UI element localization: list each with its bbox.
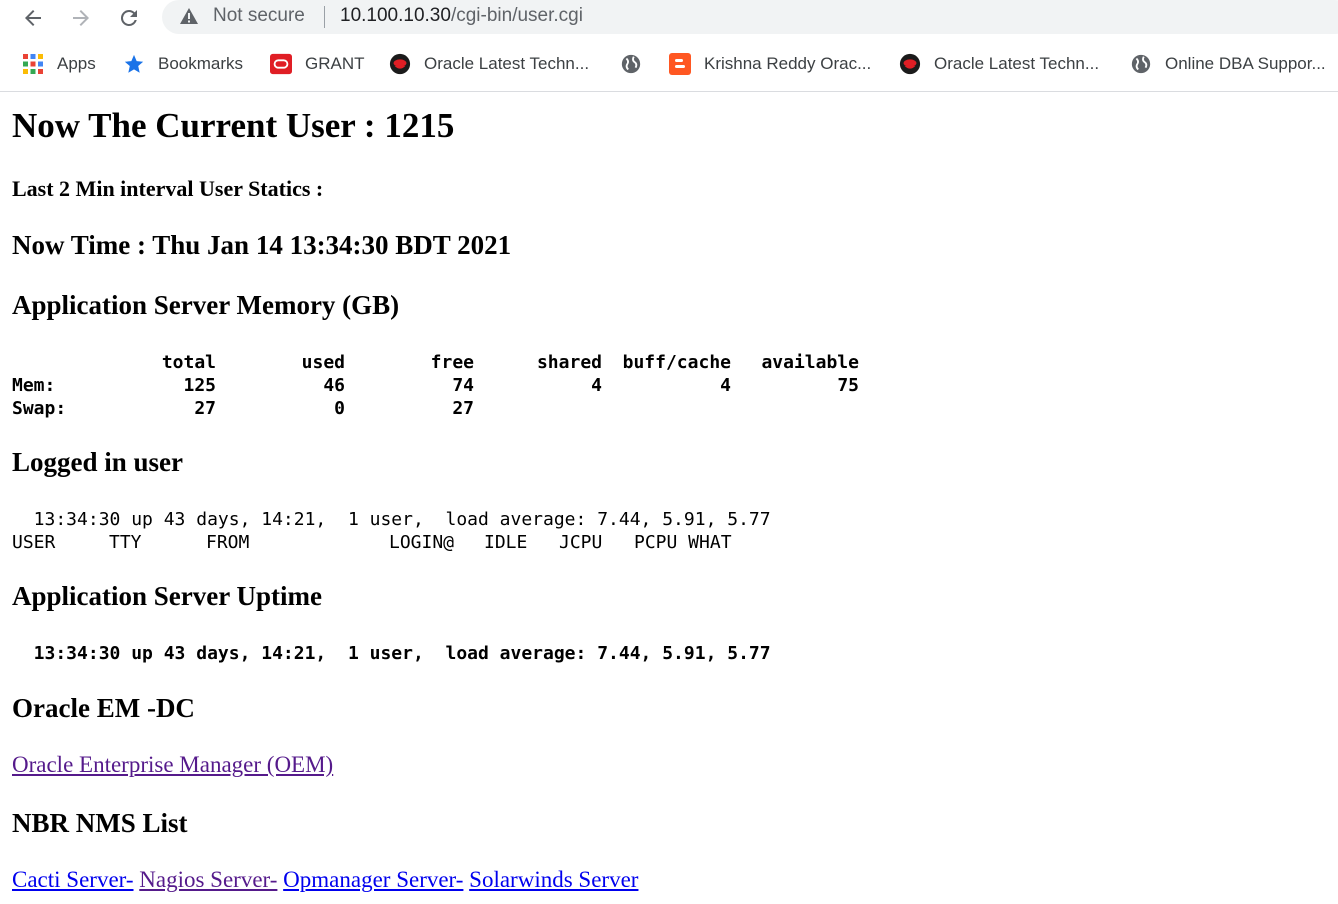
who-column-header: FROM bbox=[206, 532, 250, 553]
globe-icon bbox=[620, 53, 642, 75]
address-bar[interactable]: Not secure 10.100.10.30/cgi-bin/user.cgi bbox=[162, 0, 1338, 34]
row-label: Mem: bbox=[12, 375, 56, 396]
url-host: 10.100.10.30 bbox=[340, 5, 451, 26]
table-cell: 27 bbox=[194, 398, 216, 419]
table-cell: 125 bbox=[183, 375, 216, 396]
column-header: buff/cache bbox=[622, 352, 731, 373]
column-header: free bbox=[430, 352, 474, 373]
table-cell: 4 bbox=[591, 375, 602, 396]
table-cell: 0 bbox=[334, 398, 345, 419]
star-icon bbox=[123, 53, 145, 75]
uptime-heading: Application Server Uptime bbox=[12, 581, 322, 611]
table-row: Mem: 125 46 74 4 4 75 bbox=[12, 374, 859, 397]
table-cell bbox=[474, 397, 602, 420]
table-cell bbox=[731, 397, 859, 420]
current-user-heading: Now The Current User : 1215 bbox=[12, 106, 455, 145]
column-header: used bbox=[301, 352, 345, 373]
uptime-line: 13:34:30 up 43 days, 14:21, 1 user, load… bbox=[12, 643, 771, 664]
bookmark-label: Oracle Latest Techn... bbox=[424, 54, 590, 73]
who-column-header: PCPU WHAT bbox=[634, 532, 732, 553]
memory-table: total used free shared buff/cache availa… bbox=[12, 351, 859, 420]
solarwinds-server-link[interactable]: Solarwinds Server bbox=[469, 867, 639, 892]
address-separator bbox=[324, 6, 325, 28]
bookmark-globe[interactable] bbox=[620, 44, 655, 84]
bookmark-label: GRANT bbox=[305, 54, 365, 73]
arrow-right-icon bbox=[73, 10, 89, 26]
oem-links: Oracle Enterprise Manager (OEM) bbox=[12, 752, 333, 778]
table-cell: 27 bbox=[452, 398, 474, 419]
who-column-header: TTY bbox=[109, 532, 142, 553]
cacti-server-link[interactable]: Cacti Server- bbox=[12, 867, 134, 892]
reload-button[interactable] bbox=[113, 2, 145, 34]
warning-icon[interactable] bbox=[179, 7, 199, 31]
bookmark-oracle-latest-1[interactable]: Oracle Latest Techn... bbox=[389, 44, 589, 84]
globe-icon bbox=[1130, 53, 1152, 75]
table-cell: 4 bbox=[720, 375, 731, 396]
logged-uptime-line: 13:34:30 up 43 days, 14:21, 1 user, load… bbox=[12, 509, 771, 530]
table-row: Swap: 27 0 27 bbox=[12, 397, 859, 420]
bookmark-label: Krishna Reddy Orac... bbox=[704, 54, 872, 73]
url-path: /cgi-bin/user.cgi bbox=[450, 5, 583, 26]
oracle-latest-icon bbox=[389, 53, 411, 75]
oem-heading: Oracle EM -DC bbox=[12, 693, 195, 723]
table-cell: 75 bbox=[837, 375, 859, 396]
bookmark-label: Bookmarks bbox=[158, 54, 244, 73]
interval-stats-heading: Last 2 Min interval User Statics : bbox=[12, 176, 324, 201]
bookmark-label: Apps bbox=[57, 54, 96, 73]
reload-icon bbox=[120, 9, 137, 27]
who-column-header: JCPU bbox=[559, 532, 603, 553]
arrow-left-icon bbox=[25, 10, 41, 26]
forward-button[interactable] bbox=[65, 2, 97, 34]
who-column-header: USER bbox=[12, 532, 56, 553]
table-cell bbox=[602, 397, 731, 420]
nagios-server-link[interactable]: Nagios Server- bbox=[139, 867, 278, 892]
browser-toolbar: Not secure 10.100.10.30/cgi-bin/user.cgi bbox=[0, 0, 1338, 36]
table-cell: 46 bbox=[323, 375, 345, 396]
bookmark-label: Oracle Latest Techn... bbox=[934, 54, 1100, 73]
bookmark-label: Online DBA Suppor... bbox=[1165, 54, 1326, 73]
row-label: Swap: bbox=[12, 398, 67, 419]
nms-links: Cacti Server- Nagios Server- Opmanager S… bbox=[12, 867, 638, 893]
bookmark-online-dba[interactable]: Online DBA Suppor... bbox=[1130, 44, 1326, 84]
column-header: total bbox=[161, 352, 216, 373]
who-column-header: IDLE bbox=[484, 532, 528, 553]
now-time-heading: Now Time : Thu Jan 14 13:34:30 BDT 2021 bbox=[12, 230, 512, 260]
memory-header-row: total used free shared buff/cache availa… bbox=[12, 351, 859, 374]
security-label[interactable]: Not secure bbox=[213, 5, 305, 26]
apps-grid-icon bbox=[22, 53, 44, 75]
bookmark-grant[interactable]: GRANT bbox=[270, 44, 365, 84]
who-column-header: LOGIN@ bbox=[389, 532, 455, 553]
table-cell: 74 bbox=[452, 375, 474, 396]
oracle-icon bbox=[270, 53, 292, 75]
bookmark-oracle-latest-2[interactable]: Oracle Latest Techn... bbox=[899, 44, 1099, 84]
logged-in-heading: Logged in user bbox=[12, 447, 184, 477]
oem-link[interactable]: Oracle Enterprise Manager (OEM) bbox=[12, 752, 334, 777]
toolbar-divider bbox=[0, 91, 1338, 92]
bookmark-bookmarks[interactable]: Bookmarks bbox=[123, 44, 243, 84]
back-button[interactable] bbox=[17, 2, 49, 34]
column-header: shared bbox=[536, 352, 602, 373]
bookmark-apps[interactable]: Apps bbox=[22, 44, 96, 84]
memory-heading: Application Server Memory (GB) bbox=[12, 290, 400, 320]
oracle-latest-icon bbox=[899, 53, 921, 75]
opmanager-server-link[interactable]: Opmanager Server- bbox=[283, 867, 464, 892]
bookmark-krishna-reddy[interactable]: Krishna Reddy Orac... bbox=[669, 44, 871, 84]
blogger-icon bbox=[669, 53, 691, 75]
url-text[interactable]: 10.100.10.30/cgi-bin/user.cgi bbox=[340, 5, 583, 27]
column-header: available bbox=[761, 352, 859, 373]
nms-heading: NBR NMS List bbox=[12, 808, 188, 838]
bookmarks-bar: Apps Bookmarks GRANT Oracle Latest Techn… bbox=[0, 44, 1338, 84]
